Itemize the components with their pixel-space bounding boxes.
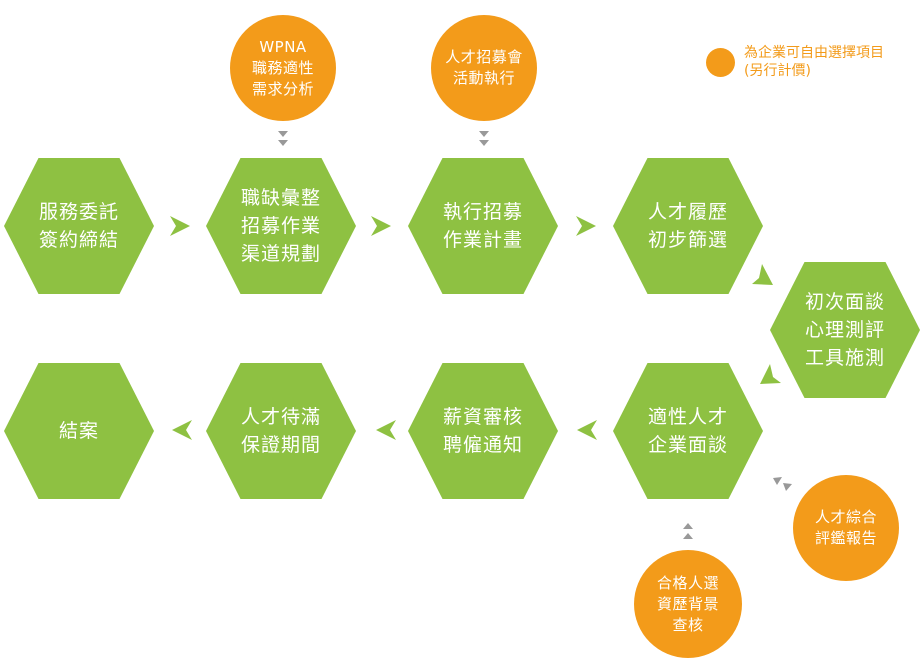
option-label: 人才招募會 活動執行 [445, 48, 523, 87]
step-first-interview: 初次面談 心理測評 工具施測 [770, 262, 920, 398]
arrow-left-icon [376, 420, 396, 440]
step-job-planning: 職缺彙整 招募作業 渠道規劃 [206, 158, 356, 294]
option-label: 合格人選 資歷背景 查核 [656, 573, 719, 634]
arrow-left-icon [577, 420, 597, 440]
option-assessment-report: 人才綜合 評鑑報告 [793, 475, 899, 581]
arrow-right-icon [371, 216, 391, 236]
step-label: 初次面談 心理測評 工具施測 [804, 291, 885, 369]
step-salary-review: 薪資審核 聘僱通知 [408, 363, 558, 499]
arrow-down-right-icon [752, 264, 773, 285]
option-label: WPNA 職務適性 需求分析 [251, 37, 314, 98]
connector-down-icon [479, 131, 489, 146]
legend-text: 為企業可自由選擇項目 (另行計價) [744, 45, 884, 79]
legend-marker [706, 48, 735, 77]
step-service-contract: 服務委託 簽約締結 [4, 158, 154, 294]
connector-up-icon [683, 523, 693, 539]
option-background-check: 合格人選 資歷背景 查核 [634, 550, 742, 658]
step-label: 人才待滿 保證期間 [240, 406, 321, 456]
option-recruit-event: 人才招募會 活動執行 [431, 15, 537, 121]
connector-down-icon [278, 131, 288, 146]
option-wpna-analysis: WPNA 職務適性 需求分析 [230, 15, 336, 121]
option-label: 人才綜合 評鑑報告 [814, 508, 877, 547]
step-guarantee-period: 人才待滿 保證期間 [206, 363, 356, 499]
step-label: 結案 [58, 420, 99, 442]
arrow-right-icon [576, 216, 596, 236]
arrow-left-icon [172, 420, 192, 440]
step-label: 服務委託 簽約締結 [38, 201, 119, 251]
step-label: 職缺彙整 招募作業 渠道規劃 [240, 187, 321, 265]
arrow-down-left-icon [760, 364, 781, 384]
step-label: 人才履歷 初步篩選 [647, 201, 728, 251]
step-company-interview: 適性人才 企業面談 [613, 363, 763, 499]
step-label: 薪資審核 聘僱通知 [442, 406, 523, 456]
step-label: 適性人才 企業面談 [647, 406, 728, 456]
arrow-right-icon [170, 216, 190, 236]
step-label: 執行招募 作業計畫 [442, 201, 523, 251]
connector-up-left-icon [773, 477, 792, 491]
step-case-closed: 結案 [4, 363, 154, 499]
step-resume-screening: 人才履歷 初步篩選 [613, 158, 763, 294]
step-recruit-execution: 執行招募 作業計畫 [408, 158, 558, 294]
